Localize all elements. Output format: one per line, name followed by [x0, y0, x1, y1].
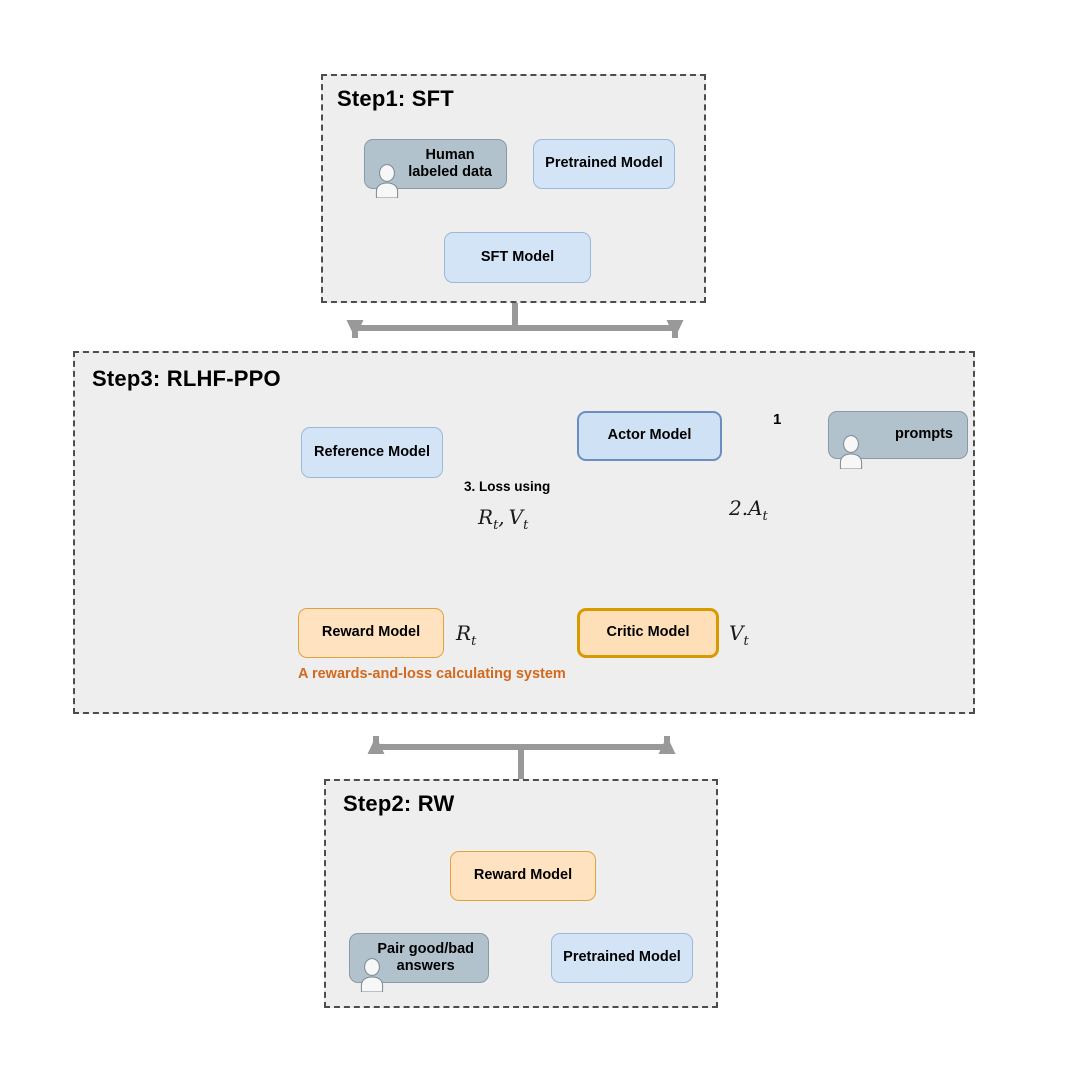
node-label: Pretrained Model: [545, 155, 663, 172]
label-arrow-1: 1: [773, 411, 782, 428]
node-label: Human labeled data: [408, 146, 492, 180]
node-human-labeled-data[interactable]: Human labeled data: [364, 139, 507, 199]
label-reward-output: Rt: [456, 621, 477, 649]
node-critic-model[interactable]: Critic Model: [577, 608, 719, 658]
node-pretrained-model-step1[interactable]: Pretrained Model: [533, 139, 675, 189]
node-pair-answers[interactable]: Pair good/bad answers: [349, 933, 489, 993]
label-advantage: 2.At: [729, 496, 768, 524]
person-icon: [838, 418, 864, 470]
node-pretrained-model-step2[interactable]: Pretrained Model: [551, 933, 693, 983]
node-label: Reward Model: [321, 624, 421, 641]
step1-title: Step1: SFT: [337, 86, 454, 111]
step2-title: Step2: RW: [343, 791, 455, 816]
node-reward-model-step3[interactable]: Reward Model: [298, 608, 444, 658]
node-label: Reward Model: [473, 867, 573, 884]
label-value-output: Vt: [729, 621, 749, 649]
label-loss-operands: Rt, Vt: [478, 505, 529, 533]
node-actor-model[interactable]: Actor Model: [577, 411, 722, 461]
node-label: SFT Model: [480, 248, 555, 265]
step2-to-step3-connector: [367, 736, 676, 779]
node-label: Reference Model: [313, 443, 431, 460]
node-label: Critic Model: [606, 624, 690, 641]
node-reference-model[interactable]: Reference Model: [301, 427, 443, 478]
step3-container: [73, 351, 975, 714]
node-label: Pair good/bad answers: [377, 940, 474, 974]
step3-title: Step3: RLHF-PPO: [92, 366, 281, 391]
node-label: Pretrained Model: [563, 949, 681, 966]
node-sft-model[interactable]: SFT Model: [444, 232, 591, 283]
node-prompts[interactable]: prompts: [828, 411, 968, 470]
node-reward-model-step2[interactable]: Reward Model: [450, 851, 596, 901]
node-label: Actor Model: [607, 427, 692, 444]
person-icon: [374, 147, 400, 199]
label-loss-using: 3. Loss using: [464, 479, 551, 494]
person-icon: [359, 941, 385, 993]
subsystem-caption: A rewards-and-loss calculating system: [298, 666, 566, 682]
node-label: prompts: [895, 426, 953, 443]
step1-to-step3-connector: [346, 303, 684, 338]
